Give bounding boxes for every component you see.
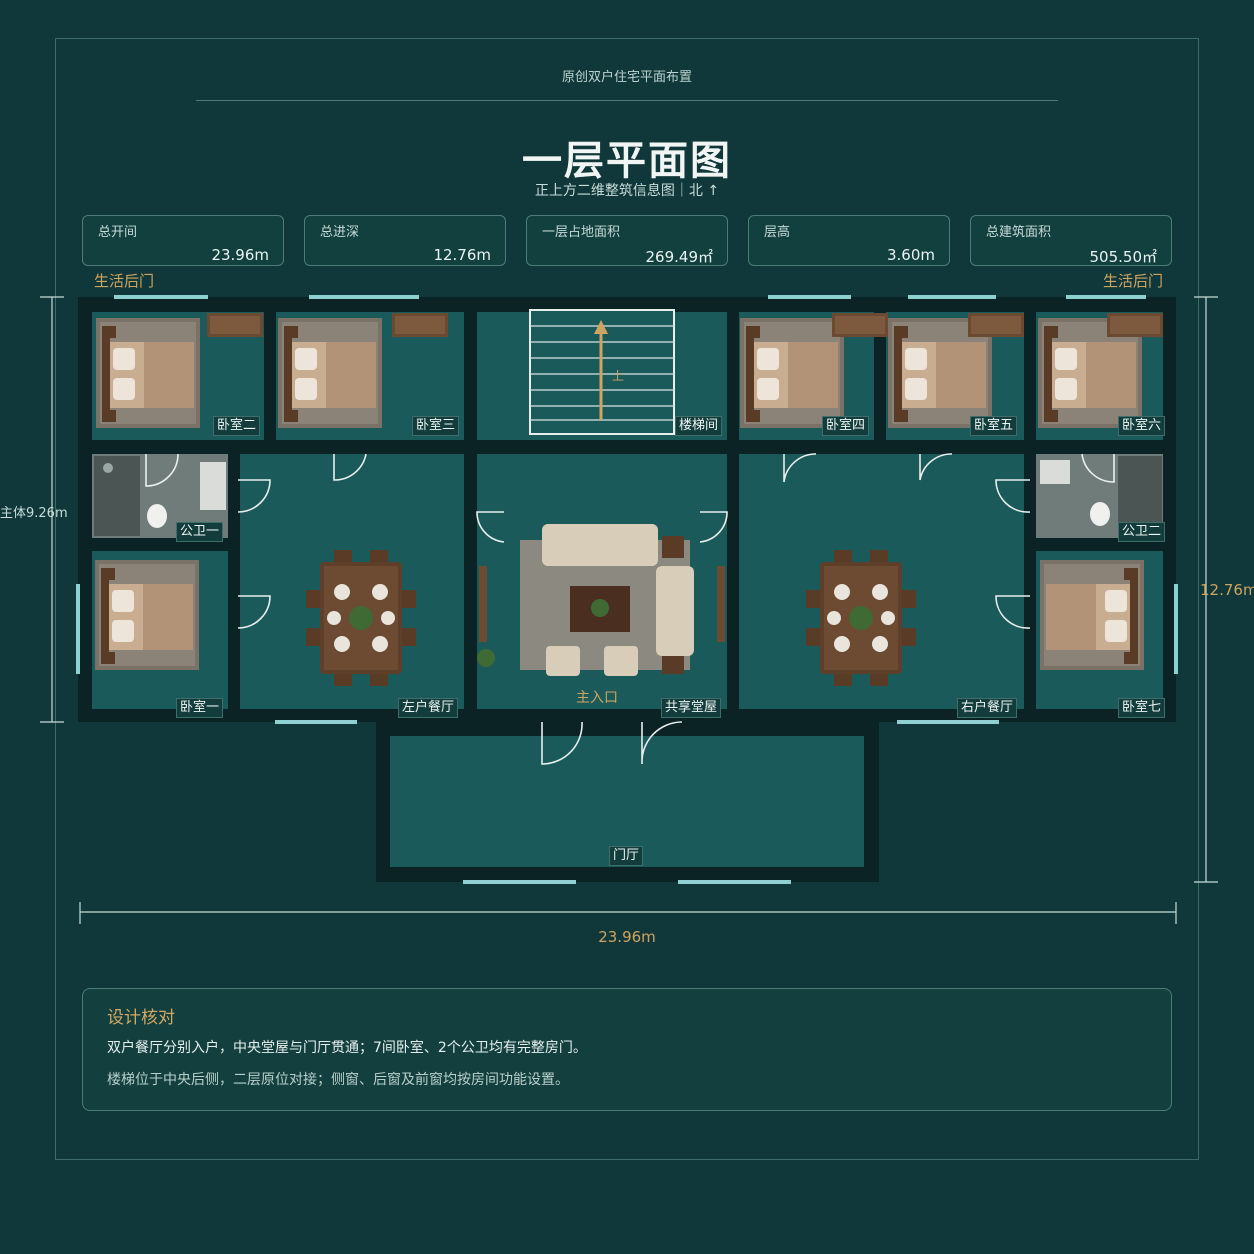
window <box>678 880 791 884</box>
room-label-bedroom1: 卧室一 <box>176 698 224 718</box>
door-swing <box>641 721 683 765</box>
stat-label: 层高 <box>764 225 791 240</box>
page-title: 一层平面图 <box>522 138 732 184</box>
top-divider <box>196 100 1058 101</box>
door-swing <box>995 479 1031 513</box>
stat-total-area: 总建筑面积 505.50㎡ <box>970 215 1172 266</box>
stat-total-width: 总开间 23.96m <box>82 215 284 266</box>
back-door-left-label: 生活后门 <box>94 272 155 290</box>
room-label-bedroom5: 卧室五 <box>970 416 1018 436</box>
room-label-foyer: 门厅 <box>609 846 644 866</box>
stat-footprint-area: 一层占地面积 269.49㎡ <box>526 215 728 266</box>
stat-value: 3.60m <box>886 246 935 264</box>
design-check-line-2: 楼梯位于中央后侧，二层原位对接；侧窗、后窗及前窗均按房间功能设置。 <box>107 1072 569 1088</box>
dimension-right-label: 12.76m <box>1200 581 1254 599</box>
bed-icon <box>278 318 382 428</box>
dining-table-icon <box>806 550 916 686</box>
door-swing <box>333 453 367 481</box>
main-entrance-label: 主入口 <box>576 690 618 706</box>
floor-foyer <box>390 736 864 867</box>
bed-icon <box>96 318 200 428</box>
stat-label: 总建筑面积 <box>986 225 1052 240</box>
stair-up-label: 上 <box>612 369 624 383</box>
window <box>1066 295 1146 299</box>
design-check-heading: 设计核对 <box>107 1008 175 1028</box>
stat-label: 总进深 <box>320 225 360 240</box>
sofa-set-icon <box>477 524 725 676</box>
room-label-bedroom4: 卧室四 <box>822 416 870 436</box>
bed-icon <box>95 560 199 670</box>
room-label-bedroom3: 卧室三 <box>412 416 460 436</box>
window <box>768 295 851 299</box>
window <box>114 295 208 299</box>
stat-value: 12.76m <box>433 246 491 264</box>
stat-label: 总开间 <box>98 225 138 240</box>
stat-floor-height: 层高 3.60m <box>748 215 950 266</box>
stat-value: 23.96m <box>211 246 269 264</box>
wardrobe-icon <box>968 313 1024 337</box>
door-swing <box>145 453 179 487</box>
window <box>309 295 419 299</box>
door-swing <box>476 511 505 543</box>
window <box>897 720 999 724</box>
wardrobe-icon <box>832 313 888 337</box>
stat-total-depth: 总进深 12.76m <box>304 215 506 266</box>
wardrobe-icon <box>1107 313 1163 337</box>
door-swing <box>541 721 583 765</box>
room-label-bath1: 公卫一 <box>176 522 224 542</box>
room-label-stairwell: 楼梯间 <box>675 416 723 436</box>
room-label-right-dining: 右户餐厅 <box>957 698 1018 718</box>
stat-value: 505.50㎡ <box>1089 248 1158 266</box>
stat-value: 269.49㎡ <box>645 248 714 266</box>
bed-icon <box>740 318 844 428</box>
door-swing <box>919 453 953 481</box>
bed-icon <box>1040 560 1144 670</box>
room-label-left-dining: 左户餐厅 <box>398 698 459 718</box>
top-label: 原创双户住宅平面布置 <box>561 70 692 85</box>
back-door-right-label: 生活后门 <box>1103 272 1164 290</box>
design-check-panel: 设计核对 双户餐厅分别入户，中央堂屋与门厅贯通；7间卧室、2个公卫均有完整房门。… <box>82 988 1172 1111</box>
door-swing <box>237 595 271 629</box>
staircase-icon <box>529 309 675 435</box>
wardrobe-icon <box>207 313 263 337</box>
design-check-line-1: 双户餐厅分别入户，中央堂屋与门厅贯通；7间卧室、2个公卫均有完整房门。 <box>107 1040 587 1056</box>
room-label-bedroom2: 卧室二 <box>213 416 261 436</box>
dimension-left-label: 主体9.26m <box>0 506 68 521</box>
door-swing <box>237 479 271 513</box>
room-label-bedroom6: 卧室六 <box>1118 416 1166 436</box>
window <box>76 584 80 674</box>
stat-label: 一层占地面积 <box>542 225 621 240</box>
door-swing <box>699 511 728 543</box>
door-swing <box>1081 453 1115 483</box>
wardrobe-icon <box>392 313 448 337</box>
window <box>908 295 996 299</box>
door-swing <box>783 453 817 483</box>
dimension-bottom-label: 23.96m <box>598 928 656 946</box>
outer-frame <box>55 38 1199 1160</box>
room-label-shared-hall: 共享堂屋 <box>661 698 722 718</box>
door-swing <box>995 595 1031 629</box>
window <box>463 880 576 884</box>
dining-table-icon <box>306 550 416 686</box>
page-subtitle: 正上方二维整筑信息图｜北 ↑ <box>534 183 720 199</box>
window <box>275 720 357 724</box>
window <box>1174 584 1178 674</box>
room-label-bath2: 公卫二 <box>1118 522 1166 542</box>
room-label-bedroom7: 卧室七 <box>1118 698 1166 718</box>
